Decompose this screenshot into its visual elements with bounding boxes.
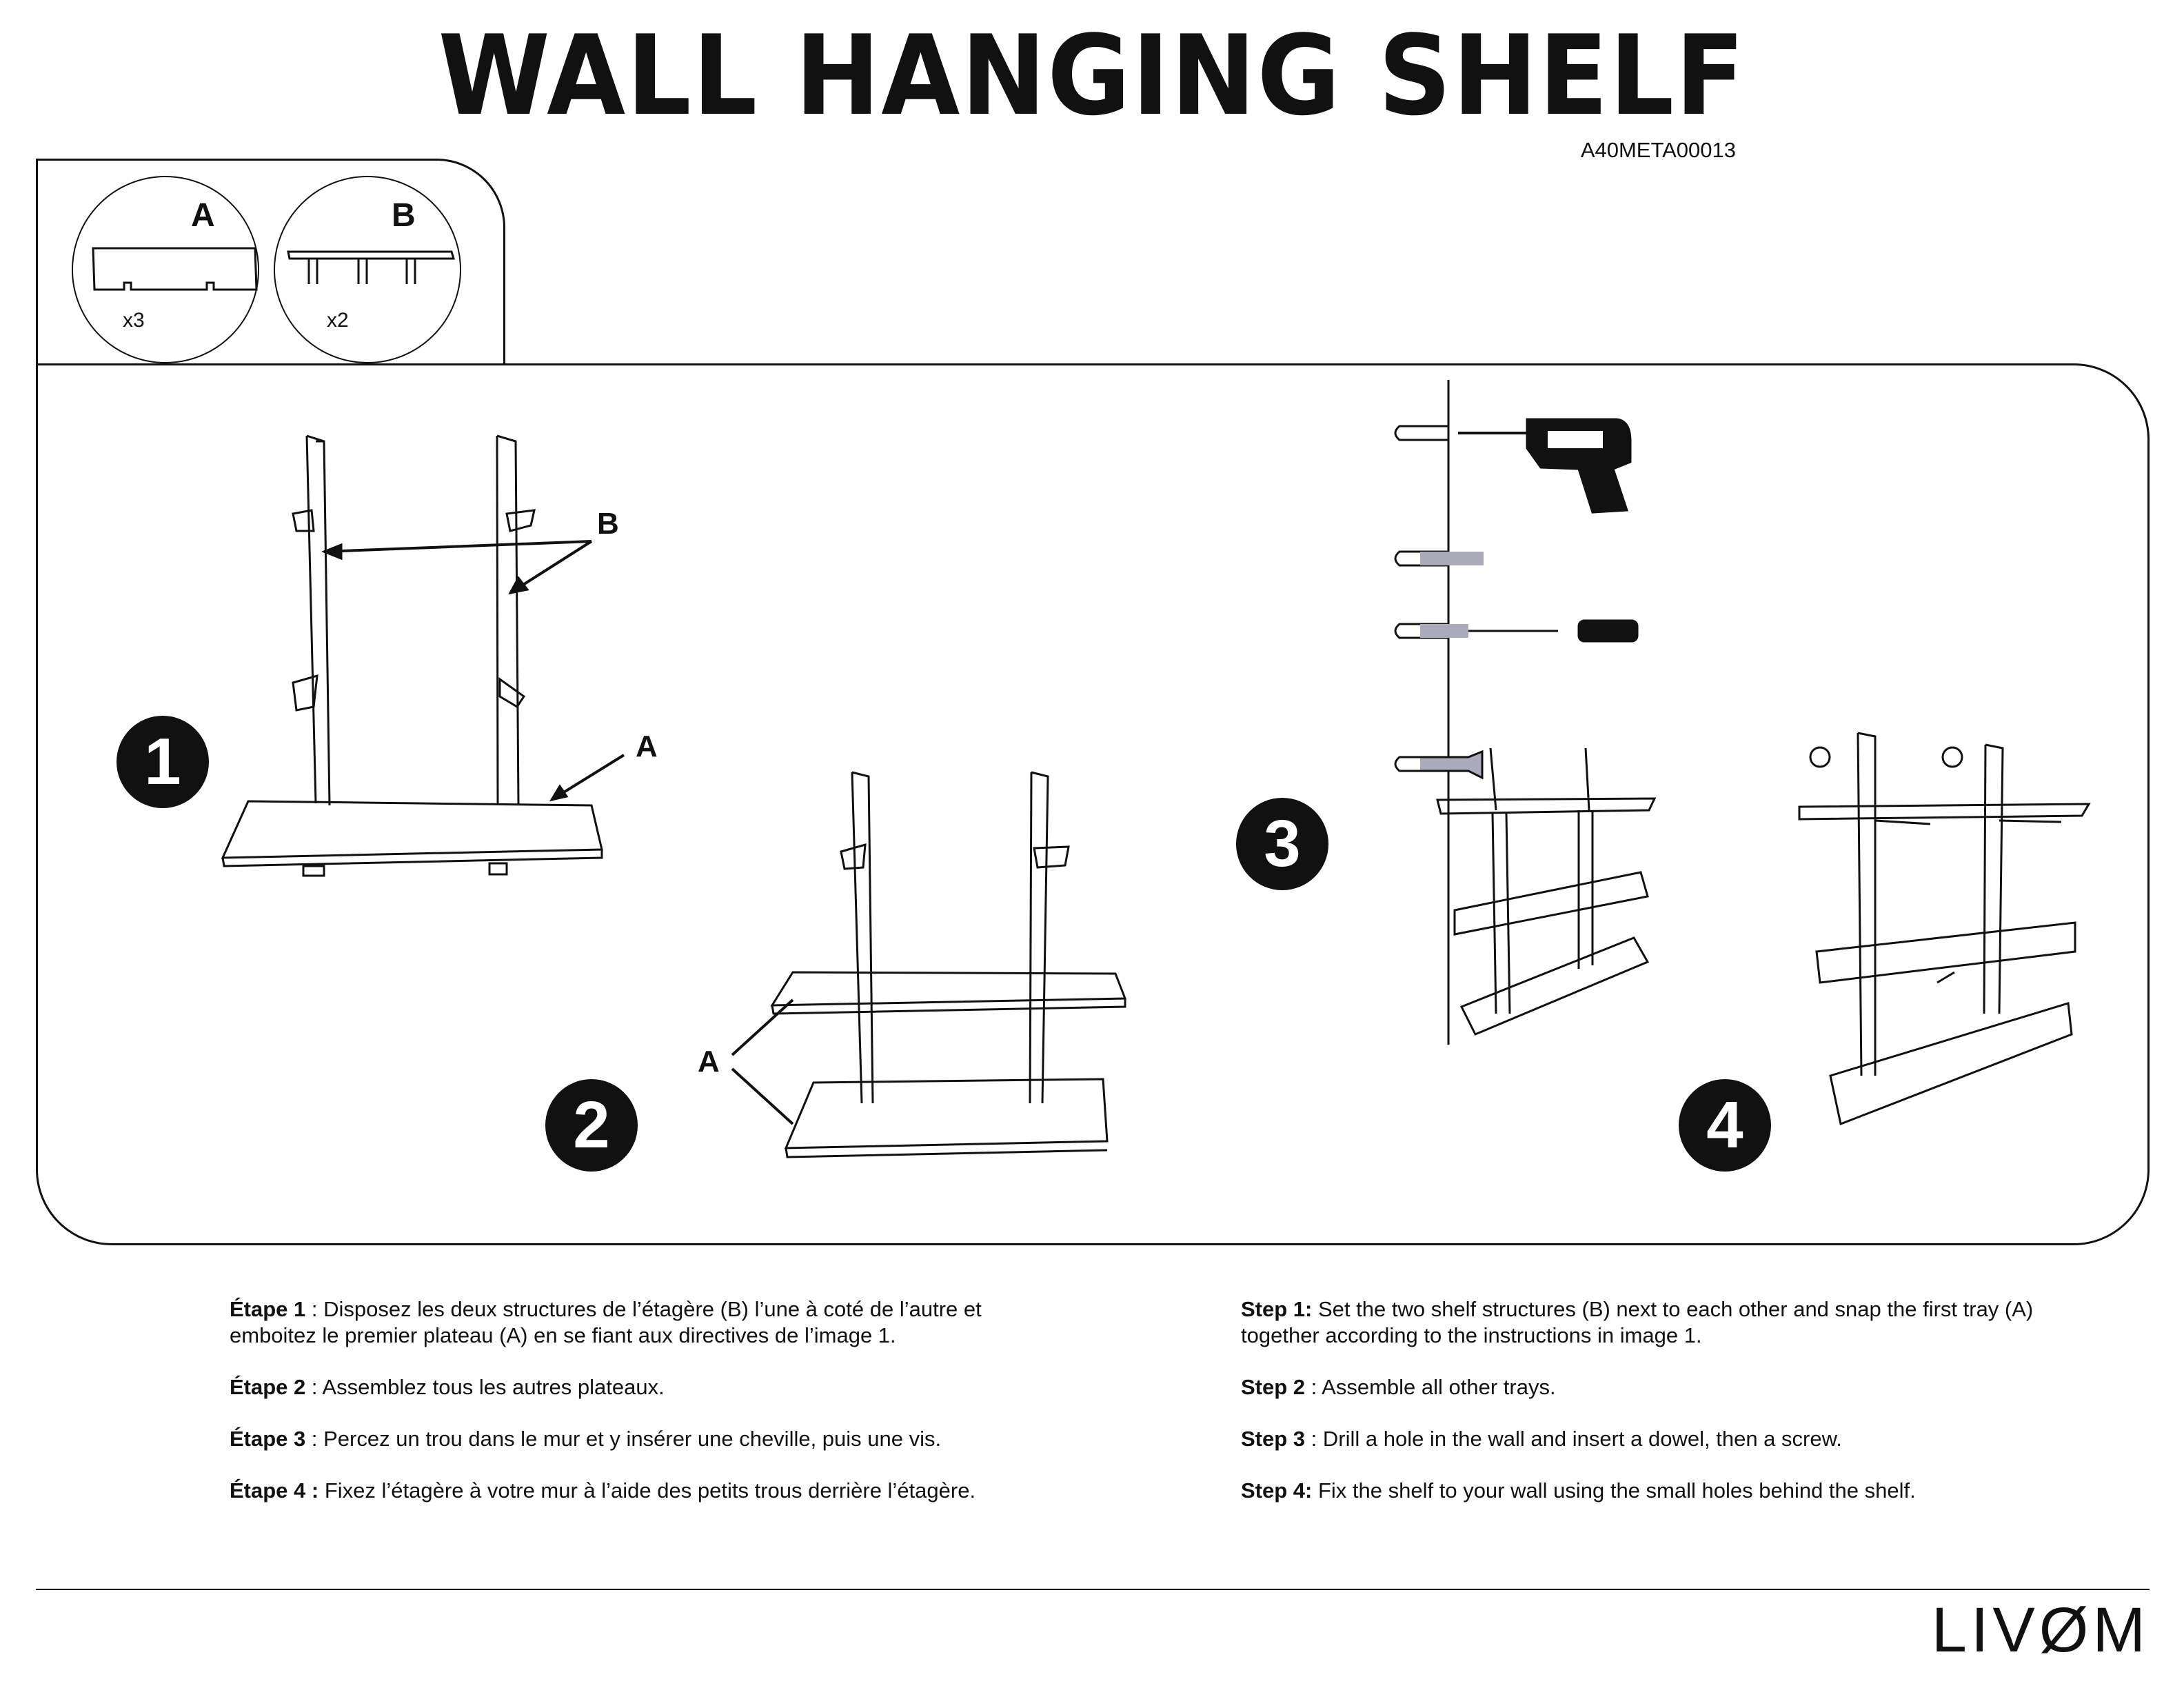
instruction-fr-1: Étape 1 : Disposez les deux structures d… [230, 1297, 982, 1347]
instruction-en-3: Step 3 : Drill a hole in the wall and in… [1241, 1427, 1842, 1451]
part-b-frame-drawing [287, 250, 456, 284]
page-title: WALL HANGING SHELF [438, 11, 1746, 140]
assembly-panel [36, 363, 2150, 1245]
instruction-fr-2: Étape 2 : Assemblez tous les autres plat… [230, 1375, 665, 1399]
instruction-fr-3: Étape 3 : Percez un trou dans le mur et … [230, 1427, 942, 1451]
instruction-en-4: Step 4: Fix the shelf to your wall using… [1241, 1478, 1916, 1503]
drill-icon [1458, 418, 1632, 514]
instructions-english: Step 1: Set the two shelf structures (B)… [1241, 1296, 2034, 1529]
instruction-fr-4: Étape 4 : Fixez l’étagère à votre mur à … [230, 1478, 976, 1503]
step-badge-2: 2 [545, 1079, 638, 1172]
callout-a-step1: A [636, 730, 658, 763]
step-badge-3: 3 [1236, 798, 1328, 890]
step3-drawing [1394, 380, 1657, 1045]
step2-drawing [731, 771, 1127, 1158]
product-code: A40META00013 [1580, 138, 1736, 162]
callout-a-step2: A [698, 1045, 720, 1078]
instructions-french: Étape 1 : Disposez les deux structures d… [230, 1296, 1022, 1529]
instruction-en-1: Step 1: Set the two shelf structures (B)… [1241, 1297, 2034, 1347]
part-a-label: A [191, 197, 215, 234]
parts-list-box [36, 159, 505, 363]
step1-drawing [221, 434, 625, 877]
step-badge-1: 1 [117, 716, 209, 808]
instruction-en-2: Step 2 : Assemble all other trays. [1241, 1375, 1556, 1399]
part-a-qty: x3 [123, 309, 145, 332]
part-b-label: B [392, 197, 416, 234]
part-a-tray-drawing [92, 247, 258, 291]
part-b-qty: x2 [327, 309, 349, 332]
step4-drawing [1798, 732, 2091, 1126]
brand-logo: LIVØM [1931, 1595, 2150, 1665]
step-badge-4: 4 [1679, 1079, 1771, 1172]
part-a-circle [72, 176, 259, 363]
part-b-circle [274, 176, 461, 363]
footer-divider [36, 1589, 2150, 1590]
callout-b-step1: B [597, 507, 619, 541]
